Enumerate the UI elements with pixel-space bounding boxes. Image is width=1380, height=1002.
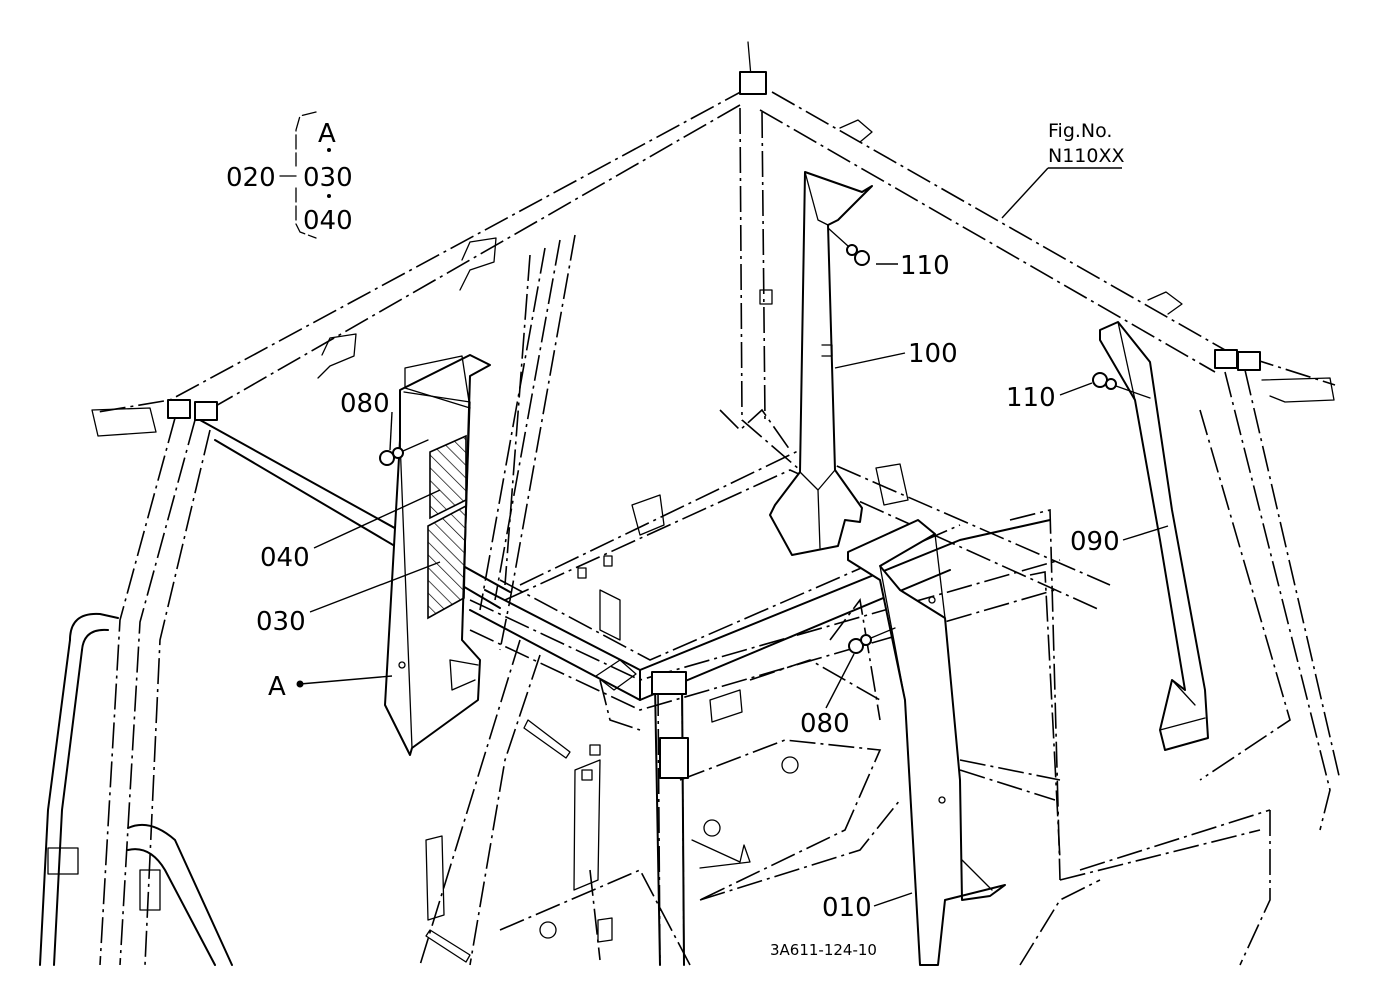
part-a-left-pillar-trim — [384, 354, 491, 756]
callout-080-left: 080 — [340, 389, 390, 419]
part-100-rear-center-trim — [769, 171, 873, 556]
callout-110-top: 110 — [900, 251, 950, 281]
callout-030: 030 — [256, 607, 306, 637]
roof-frame — [91, 41, 1336, 437]
part-040-label-decal — [429, 434, 467, 520]
callout-040: 040 — [260, 543, 310, 573]
drawing-code: 3A611-124-10 — [770, 941, 877, 959]
callout-010: 010 — [822, 893, 872, 923]
callout-090: 090 — [1070, 527, 1120, 557]
fastener-080-right — [848, 627, 896, 654]
fastener-110-right — [1092, 372, 1151, 399]
legend-item-030: 030 — [303, 163, 353, 193]
callout-100: 100 — [908, 339, 958, 369]
fastener-110-top — [827, 227, 870, 266]
part-030-label-decal — [427, 504, 467, 620]
part-010-pillar-trim — [847, 519, 1006, 966]
fastener-080-left — [379, 439, 429, 466]
legend-item-040: 040 — [303, 206, 353, 236]
front-cross-beam — [199, 419, 1051, 966]
callout-080-right: 080 — [800, 709, 850, 739]
left-upright — [39, 417, 233, 966]
legend-bracket — [279, 111, 331, 239]
callout-a: A — [268, 672, 286, 702]
legend-parent-020: 020 — [226, 163, 276, 193]
callout-110-right: 110 — [1006, 383, 1056, 413]
legend-item-a: A — [318, 119, 336, 149]
rear-frame — [479, 107, 1341, 881]
fig-no-label: Fig.No. — [1048, 120, 1112, 142]
leader-lines — [296, 167, 1169, 907]
fig-no-value: N110XX — [1048, 145, 1125, 167]
part-090-rear-trim — [1099, 321, 1209, 751]
